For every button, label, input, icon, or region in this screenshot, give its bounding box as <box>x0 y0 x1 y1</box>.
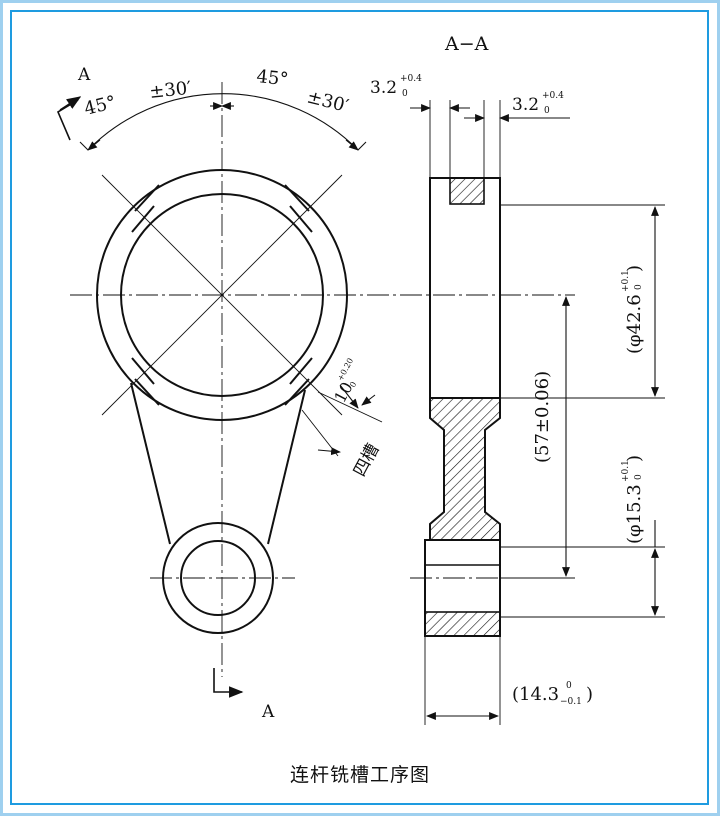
inner-frame <box>10 10 709 805</box>
front-view <box>56 82 575 698</box>
section-view <box>410 100 665 725</box>
slot-depth-arrow-1 <box>339 384 359 409</box>
svg-text:+0.1: +0.1 <box>621 460 631 482</box>
slot-2 <box>284 184 313 233</box>
big-bore: (φ42.6 <box>624 294 645 354</box>
section-label: A−A <box>444 33 489 55</box>
slot-width-right: 3.2 <box>512 95 539 115</box>
diagonal-line-2 <box>101 174 343 416</box>
angle-right: 45° <box>255 66 289 90</box>
slot-4 <box>284 357 313 406</box>
svg-text:): ) <box>624 265 645 272</box>
cut-label-bottom: A <box>261 702 275 722</box>
slot-width-left: 3.2 <box>370 78 397 98</box>
section-cut-top <box>56 99 79 141</box>
cut-label-top: A <box>77 65 91 85</box>
svg-text:+0.20: +0.20 <box>336 357 355 383</box>
slot-1 <box>131 184 160 233</box>
svg-text:0: 0 <box>348 380 358 389</box>
slot-note: 四槽 <box>350 441 384 480</box>
tol-right: ±30′ <box>305 86 351 117</box>
angle-left: 45° <box>82 92 118 120</box>
svg-text:+0.4: +0.4 <box>542 91 564 101</box>
angle-dimension-arc <box>87 93 359 151</box>
small-end-outer-circle <box>162 522 274 634</box>
svg-text:): ) <box>586 684 593 705</box>
small-end-bore-circle <box>180 540 256 616</box>
big-end-bore-circle <box>120 193 324 397</box>
small-bore: (φ15.3 <box>624 484 645 544</box>
tol-left: ±30′ <box>148 78 192 103</box>
section-slot-hatch <box>449 177 485 205</box>
svg-text:0: 0 <box>634 284 644 290</box>
figure-caption: 连杆铣槽工序图 <box>289 764 430 786</box>
slot-depth-ext-2 <box>301 409 339 457</box>
center-distance: (57±0.06) <box>532 371 553 463</box>
svg-text:): ) <box>624 455 645 462</box>
svg-text:+0.4: +0.4 <box>400 74 422 84</box>
section-body-top <box>429 177 501 399</box>
shank-right <box>267 389 306 545</box>
labels: A−A A A 45° ±30′ 45° ±30′ 3.2 +0.4 0 3.2… <box>77 33 645 722</box>
svg-text:0: 0 <box>634 474 644 480</box>
slot-3 <box>131 357 160 406</box>
big-end-outer-circle <box>96 169 348 421</box>
section-cut-bottom <box>213 668 244 698</box>
svg-text:−0.1: −0.1 <box>560 697 582 707</box>
thickness: (14.3 <box>512 684 559 705</box>
section-small-end-hatch <box>424 611 501 637</box>
shank-left <box>130 382 171 545</box>
slot-depth-arrow-2 <box>361 394 376 406</box>
svg-text:0: 0 <box>402 89 408 99</box>
svg-text:0: 0 <box>566 681 572 691</box>
section-web-hatch <box>429 397 501 541</box>
svg-text:+0.1: +0.1 <box>621 270 631 292</box>
svg-text:0: 0 <box>544 106 550 116</box>
slot-note-leader <box>317 447 341 456</box>
